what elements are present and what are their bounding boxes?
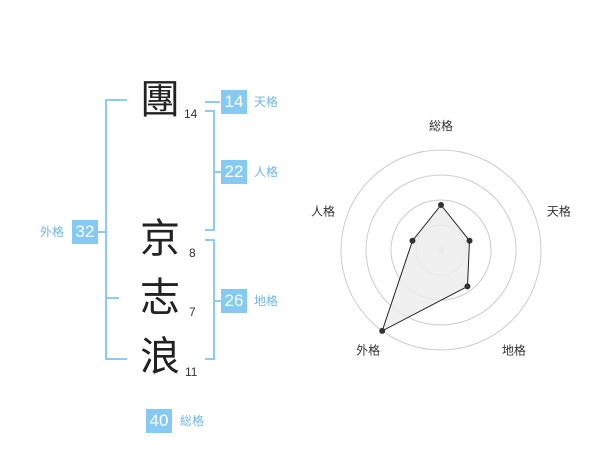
- gaikaku-label: 外格: [40, 225, 65, 239]
- tenkaku-badge: 14: [221, 90, 247, 114]
- chikaku-bracket-top: [205, 239, 215, 241]
- radar-axis-label: 天格: [547, 204, 571, 219]
- jinkaku-label: 人格: [254, 165, 279, 179]
- jinkaku-connector: [213, 171, 221, 173]
- gaikaku-bracket-mid: [105, 297, 119, 299]
- radar-point-3: [464, 283, 471, 290]
- radar-axis-label: 人格: [311, 204, 335, 219]
- name-char-3: 志: [140, 275, 180, 321]
- radar-ring: [415, 224, 467, 276]
- tenkaku-connector: [205, 101, 220, 103]
- radar-ring: [365, 174, 517, 326]
- radar-axis-label: 地格: [502, 342, 526, 357]
- gaikaku-bracket-vertical: [105, 99, 107, 359]
- radar-point-4: [379, 327, 386, 334]
- stroke-count-1: 14: [184, 107, 198, 121]
- radar-axis-label: 外格: [356, 342, 380, 357]
- jinkaku-bracket-top: [205, 110, 215, 112]
- jinkaku-bracket-bottom: [205, 229, 215, 231]
- soukaku-label: 総格: [180, 414, 205, 428]
- soukaku-badge: 40: [146, 409, 172, 433]
- stroke-count-3: 7: [189, 305, 196, 319]
- name-char-1: 團: [140, 77, 180, 123]
- chikaku-badge: 26: [221, 289, 247, 313]
- gaikaku-badge: 32: [72, 220, 98, 244]
- jinkaku-badge: 22: [221, 160, 247, 184]
- stroke-count-4: 11: [185, 365, 198, 379]
- jinkaku-bracket-vertical: [213, 110, 215, 230]
- stroke-count-2: 8: [189, 246, 196, 260]
- gaikaku-connector: [98, 231, 106, 233]
- radar-ring: [390, 199, 492, 301]
- name-char-2: 京: [140, 216, 180, 262]
- radar-series-polygon: [381, 204, 471, 332]
- chikaku-bracket-bottom: [205, 358, 215, 360]
- radar-point-2: [466, 237, 473, 244]
- radar-axis-label: 総格: [429, 118, 453, 133]
- radar-ring: [340, 149, 542, 351]
- gaikaku-bracket-top: [105, 99, 127, 101]
- gaikaku-bracket-bottom: [105, 358, 127, 360]
- radar-point-5: [409, 237, 416, 244]
- chikaku-connector: [213, 300, 221, 302]
- radar-point-1: [438, 202, 444, 208]
- name-char-4: 浪: [140, 334, 180, 380]
- chikaku-bracket-vertical: [213, 239, 215, 359]
- tenkaku-label: 天格: [254, 95, 279, 109]
- radar-center-dot: [438, 247, 444, 253]
- chikaku-label: 地格: [254, 294, 279, 308]
